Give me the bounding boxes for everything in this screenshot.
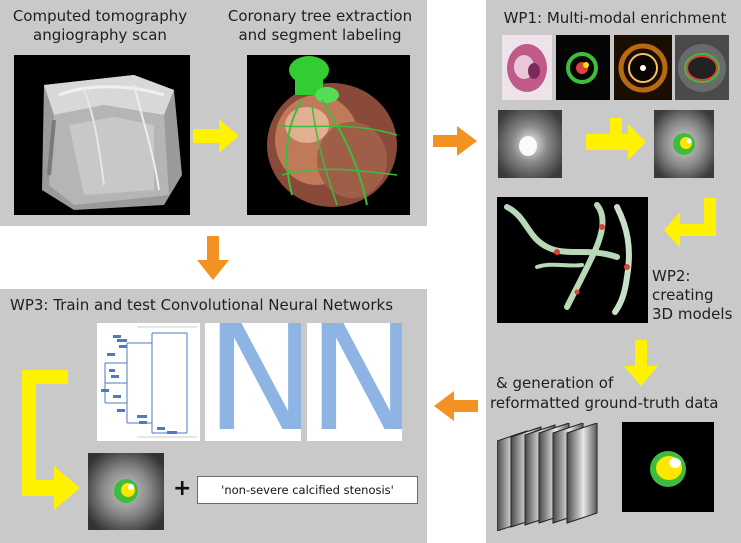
plus-sign: + [173, 476, 192, 501]
wp2-label-line1: WP2: [652, 267, 691, 285]
network-architecture-diagram [97, 323, 200, 441]
nn-block-1: N [205, 323, 301, 441]
nn-block-2: N [307, 323, 402, 441]
ivus-image [675, 35, 729, 100]
wp1-title: WP1: Multi-modal enrichment [503, 9, 727, 27]
segmented-cross-section-image [622, 422, 714, 512]
tree-extraction-label-line1: Coronary tree extraction [227, 7, 413, 25]
ground-truth-label: & generation of reformatted ground-truth… [490, 373, 740, 413]
annotated-cross-section-image [654, 110, 714, 178]
ground-truth-label-line2: reformatted ground-truth data [490, 394, 719, 412]
tree-extraction-label-line2: and segment labeling [238, 26, 402, 44]
ct-scan-label-line1: Computed tomography [12, 7, 188, 25]
ct-scan-label-line2: angiography scan [33, 26, 167, 44]
reformatted-slices-stack [496, 422, 607, 532]
tree-extraction-label: Coronary tree extraction and segment lab… [210, 7, 430, 45]
wp2-label-line2: creating [652, 286, 714, 304]
orange-arrow-right-icon [433, 126, 477, 156]
3d-vessel-models-image [497, 197, 648, 323]
ct-scan-label: Computed tomography angiography scan [0, 7, 200, 45]
output-cross-section-image [88, 453, 164, 530]
ground-truth-label-line1: & generation of [496, 374, 614, 392]
nn-glyph-1: N [205, 323, 301, 441]
histology-image [502, 35, 552, 100]
wp2-label-line3: 3D models [652, 305, 733, 323]
wp3-title: WP3: Train and test Convolutional Neural… [10, 296, 394, 314]
wp2-label: WP2: creating 3D models [652, 267, 741, 324]
ct-volume-image [14, 55, 190, 215]
yellow-step-arrow-icon [586, 118, 646, 160]
yellow-bent-arrow-icon [664, 198, 716, 248]
oct-orange-ring-image [614, 35, 672, 100]
cross-section-image [498, 110, 562, 178]
orange-arrow-down-icon [197, 236, 229, 280]
orange-arrow-left-icon [434, 391, 478, 421]
yellow-arrow-right-icon [193, 119, 239, 153]
oct-green-ring-image [556, 35, 610, 100]
yellow-arrow-down-icon [624, 340, 658, 386]
coronary-tree-image [247, 55, 410, 215]
classification-caption: 'non-severe calcified stenosis' [197, 476, 418, 504]
yellow-bracket-arrow-icon [22, 370, 80, 510]
nn-glyph-2: N [307, 323, 402, 441]
